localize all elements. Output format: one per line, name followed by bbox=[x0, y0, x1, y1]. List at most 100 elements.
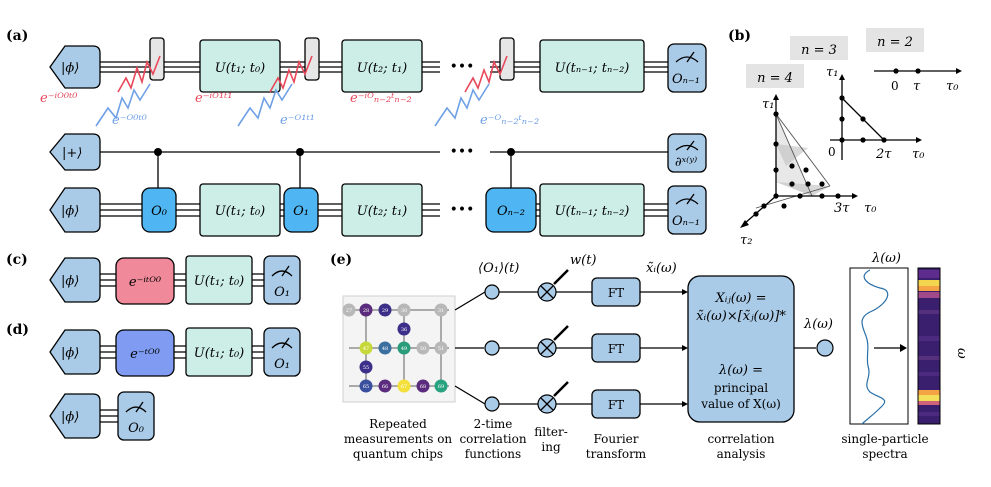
panel-label-e: (e) bbox=[330, 252, 352, 268]
chip-qubit-label: 50 bbox=[420, 346, 426, 352]
cap-analysis-1: correlation bbox=[707, 432, 774, 446]
measure-o0-d bbox=[117, 391, 155, 441]
cap-spectra-1: single-particle bbox=[841, 432, 928, 446]
ft-label-2: FT bbox=[608, 342, 624, 356]
annot-blue1: e⁻ᴼ¹ᵗ¹ bbox=[280, 113, 315, 128]
measure-o0-d-label: O₀ bbox=[128, 421, 145, 436]
measure-on1-a2 bbox=[667, 185, 707, 235]
measure-o1-c-label: O₁ bbox=[274, 285, 290, 300]
measure-on1-a2-label: Oₙ₋₁ bbox=[672, 214, 700, 229]
cap-corr-1: 2-time bbox=[474, 417, 513, 431]
state-phi-d bbox=[49, 329, 101, 375]
n4-tau2: τ₂ bbox=[740, 233, 752, 248]
n3-label: n = 3 bbox=[801, 43, 837, 58]
chip-qubit-label: 67 bbox=[401, 384, 407, 390]
cap-fourier-2: transform bbox=[586, 447, 647, 461]
gate-exp-c bbox=[115, 257, 175, 305]
state-phi-d2-label: |ϕ⟩ bbox=[61, 410, 79, 425]
correlation-box bbox=[687, 275, 795, 423]
state-phi-c-label: |ϕ⟩ bbox=[61, 274, 79, 289]
n4-tau0: τ₀ bbox=[864, 201, 877, 216]
gate-u10-d bbox=[185, 327, 253, 377]
measure-o1-d bbox=[263, 327, 301, 377]
annot-red2: e⁻ⁱᴼₙ₋₂ᵗₙ₋₂ bbox=[350, 91, 412, 106]
annot-blue2: e⁻ᴼₙ₋₂ᵗₙ₋₂ bbox=[480, 113, 539, 128]
cap-filter-1: filter- bbox=[534, 425, 568, 439]
n3-zero: 0 bbox=[828, 145, 836, 159]
gate-u10-a2-label: U(t₁; t₀) bbox=[215, 204, 265, 219]
lambda-node bbox=[816, 339, 834, 357]
gate-un-a1-label: U(tₙ₋₁; tₙ₋₂) bbox=[555, 61, 630, 76]
chip-qubit-label: 31 bbox=[438, 308, 444, 314]
ellipsis-a2: ••• bbox=[450, 144, 475, 160]
slim-gate-1 bbox=[304, 37, 320, 81]
chip-arrows bbox=[454, 291, 486, 405]
cap-corr-2: correlation bbox=[459, 432, 526, 446]
cap-analysis-2: analysis bbox=[717, 447, 766, 461]
panel-label-a: (a) bbox=[6, 28, 28, 44]
gate-u21-a1-label: U(t₂; t₁) bbox=[357, 61, 407, 76]
meter-needle-icon bbox=[135, 401, 144, 413]
spectrum-axis-label: λ(ω) bbox=[871, 251, 901, 266]
xij-line2: x̃ᵢ(ω)×[x̃ⱼ(ω)]* bbox=[696, 309, 786, 324]
meter-needle-icon bbox=[686, 193, 695, 205]
meter-icon bbox=[271, 270, 293, 277]
gate-exp-d bbox=[115, 329, 175, 377]
chip-qubit-label: 27 bbox=[346, 308, 352, 314]
chip-qubit-label: 29 bbox=[382, 308, 388, 314]
chip-qubit-label: 30 bbox=[401, 308, 407, 314]
cap-chip-3: quantum chips bbox=[353, 447, 443, 461]
n4-plot bbox=[740, 94, 858, 228]
n3-2tau: 2τ bbox=[875, 147, 892, 162]
gate-on2 bbox=[485, 187, 537, 233]
control-lines bbox=[154, 148, 515, 190]
gate-u10-c bbox=[185, 255, 253, 305]
gate-o0 bbox=[141, 187, 177, 233]
n3-tau0: τ₀ bbox=[912, 147, 925, 162]
measure-on1-a1-label: Oₙ₋₁ bbox=[672, 72, 700, 87]
annot-red1: e⁻ⁱᴼ¹ᵗ¹ bbox=[195, 91, 233, 106]
slim-gate-0 bbox=[149, 37, 165, 81]
n2-label: n = 2 bbox=[877, 35, 913, 50]
ellipsis-a3: ••• bbox=[450, 202, 475, 218]
gate-u21-a1 bbox=[341, 39, 423, 93]
n2-zero: 0 bbox=[891, 79, 899, 93]
measure-on1-a1 bbox=[667, 43, 707, 93]
n4-tau1: τ₁ bbox=[762, 97, 774, 112]
signal-chain bbox=[484, 269, 688, 419]
gate-o0-label: O₀ bbox=[151, 204, 168, 219]
meter-icon bbox=[271, 342, 293, 349]
cap-fourier-1: Fourier bbox=[593, 432, 638, 446]
chip-qubit-label: 49 bbox=[401, 346, 407, 352]
ellipsis-a1: ••• bbox=[450, 59, 475, 75]
state-plus bbox=[49, 133, 101, 171]
gate-u21-a2-label: U(t₂; t₁) bbox=[357, 204, 407, 219]
chip-qubit-label: 36 bbox=[401, 327, 407, 333]
chip-qubit-labels: 27 28 29 30 31 36 47 48 49 50 51 55 65 6… bbox=[346, 308, 444, 390]
gate-u10-a1 bbox=[199, 39, 281, 93]
meter-icon bbox=[125, 406, 147, 413]
chip-qubit-label: 65 bbox=[363, 384, 369, 390]
meter-icon bbox=[675, 56, 699, 63]
chip-qubit-label: 69 bbox=[438, 384, 444, 390]
gate-o1-label: O₁ bbox=[293, 204, 309, 219]
gate-exp-d-label: e⁻ᵗᴼ⁰ bbox=[130, 347, 160, 362]
n2-axis bbox=[874, 68, 962, 74]
gate-u10-a1-label: U(t₁; t₀) bbox=[215, 61, 265, 76]
measure-dxy-label: ∂ˣ⁽ʸ⁾ bbox=[675, 155, 697, 170]
n4-label: n = 4 bbox=[757, 71, 793, 86]
xij-line1: Xᵢⱼ(ω) = bbox=[714, 291, 766, 306]
n2-tau0: τ₀ bbox=[946, 79, 959, 94]
gate-on2-label: Oₙ₋₂ bbox=[497, 204, 525, 219]
gate-un-a2 bbox=[539, 183, 645, 237]
state-phi-d-label: |ϕ⟩ bbox=[61, 346, 79, 361]
ft-label-1: FT bbox=[608, 286, 624, 300]
state-phi-a1 bbox=[49, 45, 101, 89]
state-plus-label: |+⟩ bbox=[62, 146, 82, 161]
heatmap-omega-label: ω bbox=[954, 348, 969, 359]
meter-needle-icon bbox=[686, 140, 695, 151]
gate-un-a2-label: U(tₙ₋₁; tₙ₋₂) bbox=[555, 204, 630, 219]
gate-un-a1 bbox=[539, 39, 645, 93]
state-phi-a1-label: |ϕ⟩ bbox=[61, 61, 79, 76]
